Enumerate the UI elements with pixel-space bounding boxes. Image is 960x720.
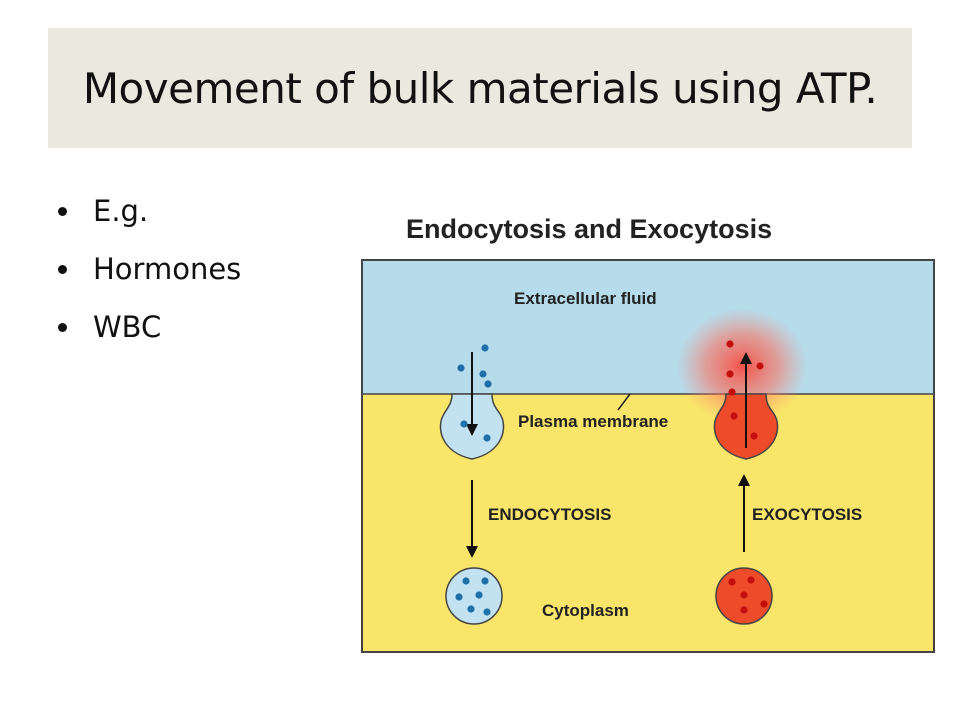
exocytosis-particle (728, 388, 736, 396)
membrane-pointer (617, 393, 631, 411)
secretory-vesicle-particle (760, 600, 768, 608)
endocytosis-particle (484, 380, 492, 388)
diagram-frame (361, 259, 935, 653)
exocytosis-particle (756, 362, 764, 370)
bullet-list: E.g. Hormones WBC (58, 182, 241, 356)
bullet-item: E.g. (58, 182, 241, 240)
endocytosis-particle (457, 364, 465, 372)
slide-title: Movement of bulk materials using ATP. (82, 63, 878, 113)
endocytosis-particle (483, 434, 491, 442)
extracellular-region (362, 260, 934, 394)
endocytic-vesicle-particle (455, 593, 463, 601)
plasma-membrane-label: Plasma membrane (518, 412, 668, 431)
endocytosis-exocytosis-diagram: Endocytosis and Exocytosis Extracellular… (361, 214, 935, 653)
exocytosis-particle (726, 370, 734, 378)
bullet-dot-icon (58, 206, 67, 216)
endocytosis-particle (479, 370, 487, 378)
secretory-vesicle-particle (740, 606, 748, 614)
exocytosis-release-glow (676, 308, 808, 424)
title-bar: Movement of bulk materials using ATP. (48, 28, 912, 148)
endocytosis-particle (481, 344, 489, 352)
bullet-text: Hormones (93, 252, 242, 286)
endocytic-vesicle-particle (475, 591, 483, 599)
bullet-item: WBC (58, 298, 241, 356)
endocytosis-particle (460, 420, 468, 428)
endocytic-vesicle-particle (483, 608, 491, 616)
bullet-text: WBC (93, 310, 162, 344)
extracellular-fluid-label: Extracellular fluid (514, 289, 657, 308)
endocytic-vesicle-particle (467, 605, 475, 613)
bullet-item: Hormones (58, 240, 241, 298)
exocytosis-particle (750, 432, 758, 440)
diagram-title: Endocytosis and Exocytosis (406, 214, 772, 244)
endocytic-vesicle (445, 567, 503, 625)
secretory-vesicle-particle (747, 576, 755, 584)
bullet-dot-icon (58, 322, 67, 332)
endocytic-vesicle-particle (481, 577, 489, 585)
secretory-vesicle-particle (740, 591, 748, 599)
bullet-dot-icon (58, 264, 67, 274)
bullet-text: E.g. (93, 194, 149, 228)
cytoplasm-label: Cytoplasm (542, 601, 629, 620)
exocytosis-particle (726, 340, 734, 348)
secretory-vesicle-particle (728, 578, 736, 586)
exocytosis-particle (730, 412, 738, 420)
endocytosis-label: ENDOCYTOSIS (488, 505, 611, 524)
endocytic-vesicle-particle (462, 577, 470, 585)
exocytosis-label: EXOCYTOSIS (752, 505, 862, 524)
